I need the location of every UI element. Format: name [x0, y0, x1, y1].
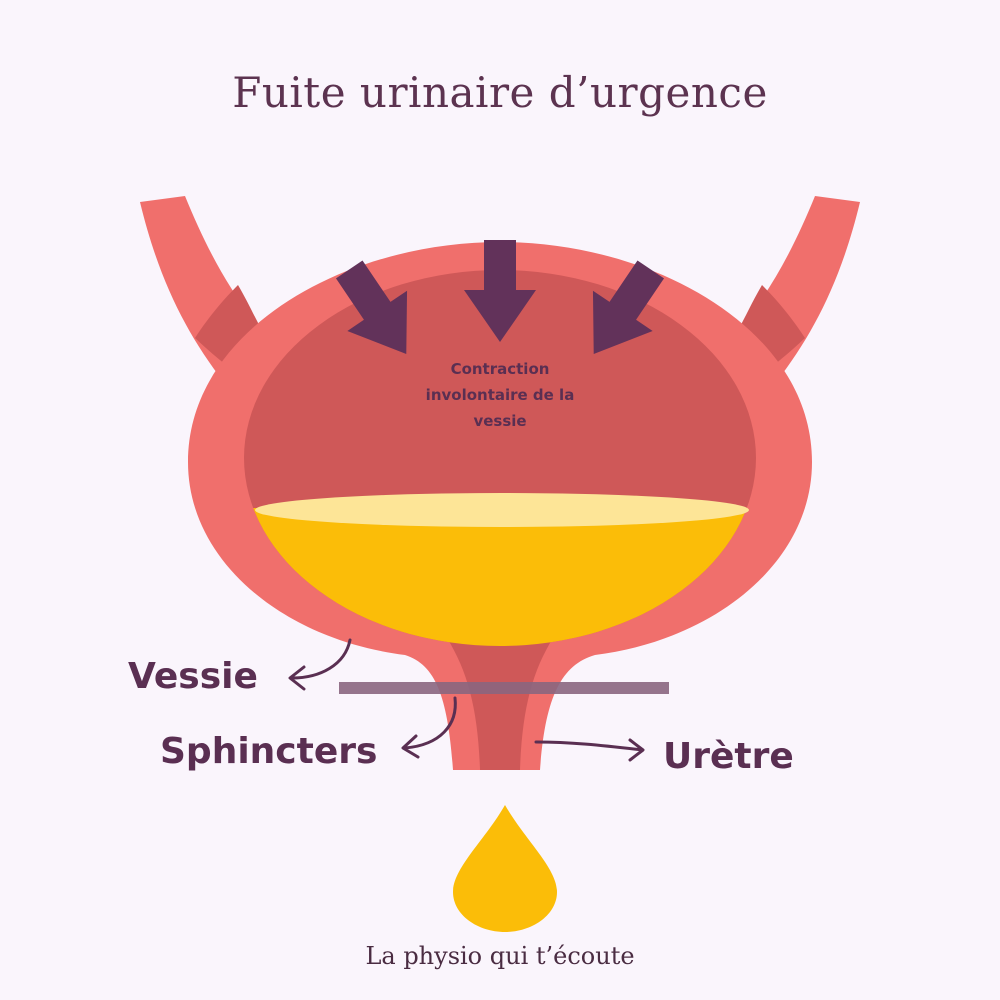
urine-drop-icon [453, 805, 557, 932]
pressure-arrow-icon [464, 240, 536, 342]
curved-arrow-icon [401, 696, 457, 759]
sphincter-bar [339, 682, 669, 694]
urine-surface [255, 493, 749, 527]
footer-credit: La physio qui t’écoute [365, 942, 635, 970]
curved-arrow-icon [534, 738, 645, 762]
pressure-arrow-icon [592, 260, 665, 354]
vessie-label: Vessie [128, 656, 258, 697]
curved-arrow-icon [288, 638, 352, 691]
pressure-arrow-icon [335, 260, 408, 354]
urethra-channel [447, 638, 553, 770]
contraction-label-line2: involontaire de la [426, 386, 575, 404]
contraction-label-line3: vessie [473, 412, 526, 430]
contraction-label-line1: Contraction [451, 360, 550, 378]
sphincters-label: Sphincters [160, 731, 377, 772]
uretre-label: Urètre [663, 736, 794, 777]
page-title: Fuite urinaire d’urgence [232, 68, 768, 117]
